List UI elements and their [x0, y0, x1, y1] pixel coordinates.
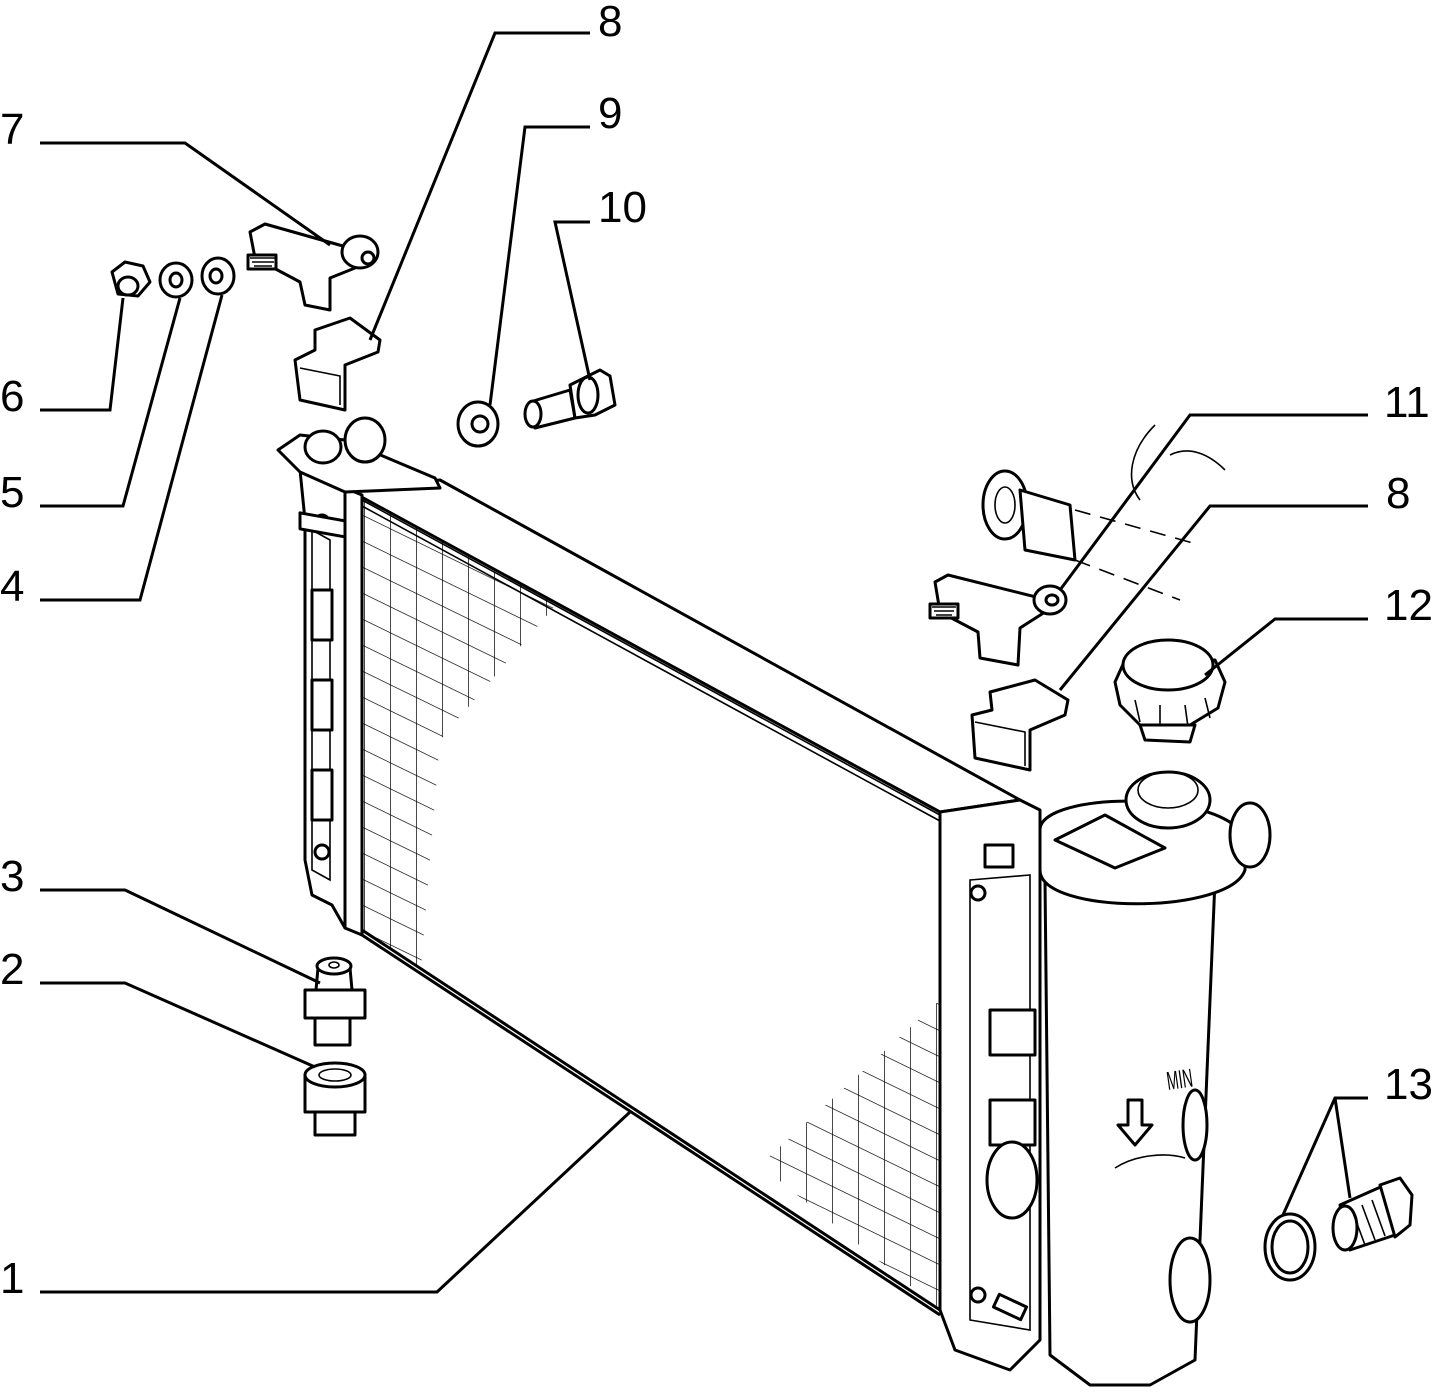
- callout-3: 3: [0, 852, 24, 901]
- callout-7: 7: [0, 105, 24, 154]
- callout-13: 13: [1384, 1060, 1433, 1109]
- bracket-part-7: [246, 222, 380, 312]
- rubber-mount-part-8-lower: [970, 678, 1070, 772]
- callout-9: 9: [598, 89, 622, 138]
- bushing-part-2: [303, 1061, 367, 1137]
- callout-labels: 1 2 3 4 5 6 7 8 8 9 10 11 12 13: [0, 0, 1433, 1303]
- mount-pin-part-3: [303, 956, 367, 1047]
- callout-6: 6: [0, 372, 24, 421]
- filler-cap-part-12: [1113, 638, 1227, 744]
- washer-part-9: [456, 400, 500, 448]
- callout-12: 12: [1384, 581, 1433, 630]
- lock-washer-part-5: [158, 261, 194, 299]
- right-header-tank: [938, 798, 1042, 1372]
- radiator-core: [343, 478, 1022, 1317]
- callout-2: 2: [0, 945, 24, 994]
- tank-min-marking: MIN: [1165, 1063, 1195, 1096]
- rubber-mount-part-8-upper: [293, 316, 382, 412]
- callout-4: 4: [0, 562, 24, 611]
- callout-11: 11: [1384, 378, 1430, 427]
- leader-lines: [40, 31, 1368, 1294]
- callout-1: 1: [0, 1254, 24, 1303]
- washer-part-4: [200, 256, 236, 296]
- callout-8-lower: 8: [1386, 469, 1410, 518]
- expansion-tank: MIN: [1038, 770, 1272, 1387]
- left-header-tank: [276, 416, 442, 930]
- nut-part-6: [110, 260, 152, 298]
- callout-5: 5: [0, 468, 24, 517]
- bracket-part-11: [928, 573, 1068, 667]
- bleed-screw-part-10: [523, 368, 617, 430]
- callout-10: 10: [598, 183, 647, 232]
- callout-8-upper: 8: [598, 0, 622, 46]
- drain-plug-part-13: [1263, 1176, 1414, 1282]
- hose-ghost: [981, 424, 1226, 601]
